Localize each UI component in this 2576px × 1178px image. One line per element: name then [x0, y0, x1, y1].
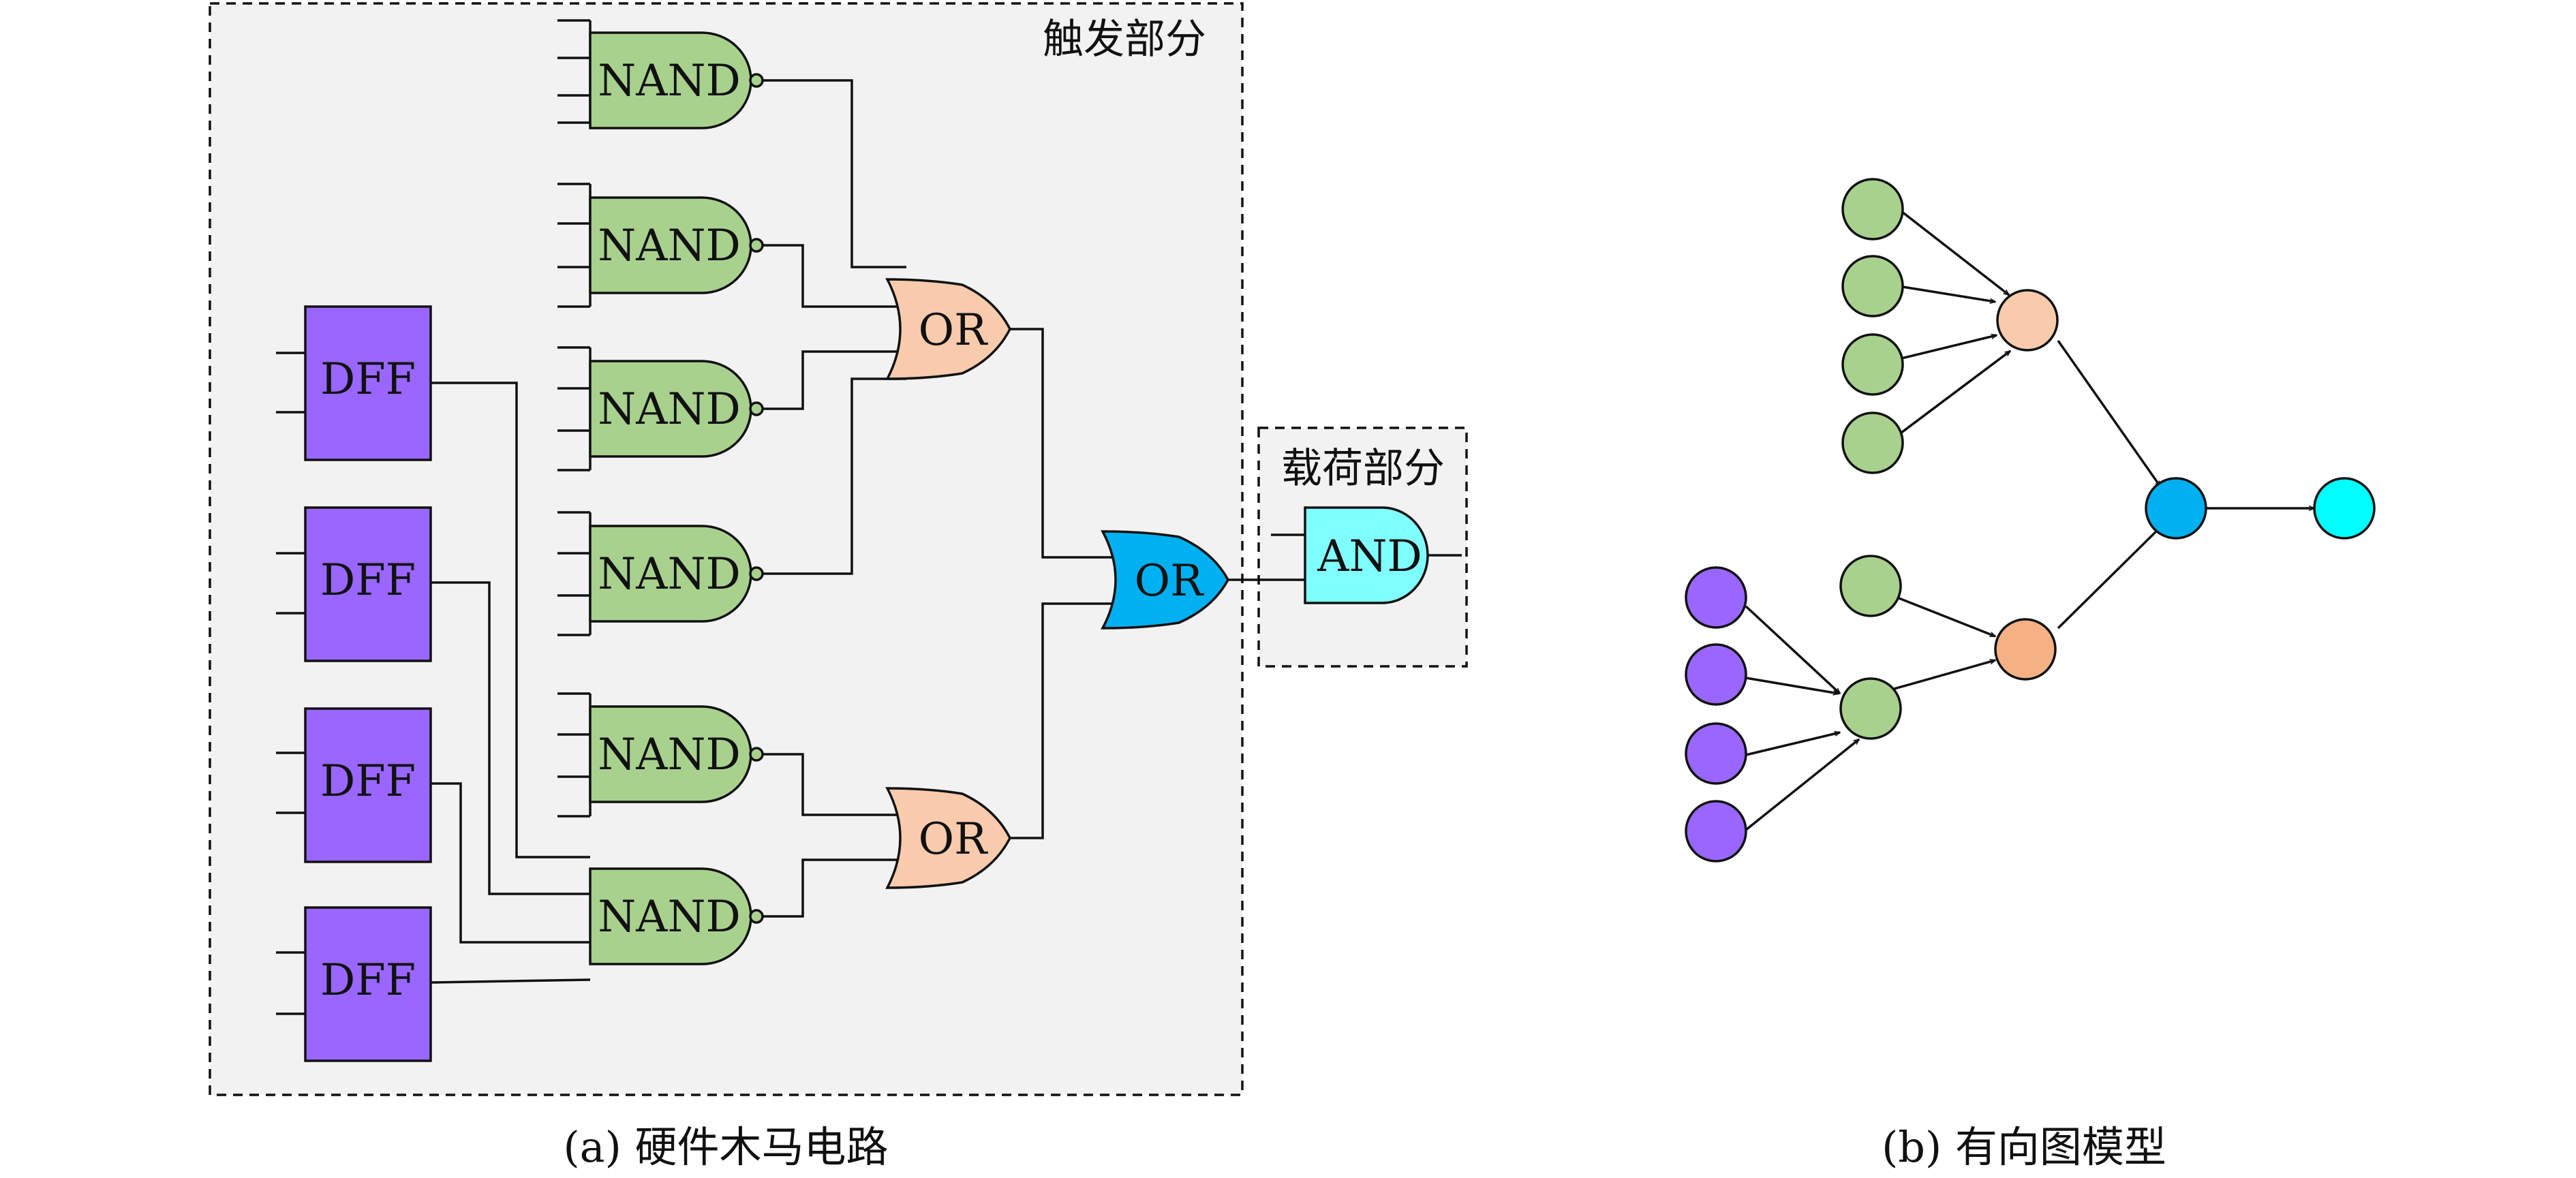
dff-2: DFF: [304, 506, 432, 662]
node-nand-2: [1841, 255, 1904, 317]
nand-gate-3-label: NAND: [598, 384, 741, 435]
nand-gate-4-label: NAND: [598, 549, 741, 600]
and-gate: AND: [1304, 506, 1429, 604]
node-dff-3: [1685, 722, 1747, 785]
or-gate-3-label: OR: [1135, 556, 1204, 606]
node-nand-6: [1839, 677, 1902, 740]
dff-1: DFF: [304, 305, 432, 461]
node-nand-1: [1841, 178, 1904, 241]
nand-gate-5: NAND: [589, 705, 764, 803]
node-dff-4: [1685, 800, 1747, 863]
dff-3: DFF: [304, 707, 432, 863]
node-and: [2313, 477, 2376, 540]
dff-4: DFF: [304, 906, 432, 1062]
nand-gate-2-label: NAND: [598, 221, 741, 271]
or-gate-3: OR: [1101, 530, 1229, 630]
dff-3-label: DFF: [320, 756, 416, 807]
node-nand-5: [1839, 555, 1902, 617]
dff-2-label: DFF: [320, 555, 416, 606]
hardware-trojan-circuit: 触发部分 载荷部分: [209, 2, 1468, 1172]
nand-gate-2: NAND: [589, 196, 764, 294]
and-gate-label: AND: [1317, 531, 1422, 582]
nand-gate-6-label: NAND: [598, 892, 741, 942]
nand-gate-5-label: NAND: [598, 730, 741, 780]
node-nand-3: [1841, 333, 1904, 396]
graph-nodes: [1685, 178, 2376, 863]
node-or-2: [1994, 618, 2057, 681]
or-gate-2: OR: [885, 787, 1011, 889]
nand-gate-3: NAND: [589, 360, 764, 458]
directed-graph-model: (b) 有向图模型: [1685, 178, 2376, 1172]
trigger-region-title: 触发部分: [1043, 16, 1206, 63]
nand-gate-1: NAND: [589, 31, 764, 129]
graph-caption: (b) 有向图模型: [1882, 1122, 2166, 1172]
nand-gate-1-label: NAND: [598, 56, 741, 106]
node-dff-2: [1685, 643, 1747, 706]
node-dff-1: [1685, 566, 1747, 629]
or-gate-2-label: OR: [919, 814, 988, 865]
circuit-caption: (a) 硬件木马电路: [563, 1122, 888, 1172]
node-or-1: [1996, 289, 2059, 352]
circuit-wires: [430, 79, 1462, 984]
nand-gate-4: NAND: [589, 525, 764, 623]
node-or-3: [2145, 477, 2207, 540]
dff-1-label: DFF: [320, 354, 416, 405]
or-gate-1-label: OR: [919, 305, 988, 356]
or-gate-1: OR: [885, 278, 1011, 380]
nand-gate-6: NAND: [589, 867, 764, 965]
payload-region-title: 载荷部分: [1281, 445, 1445, 493]
dff-4-label: DFF: [320, 955, 416, 1006]
node-nand-4: [1841, 412, 1904, 474]
